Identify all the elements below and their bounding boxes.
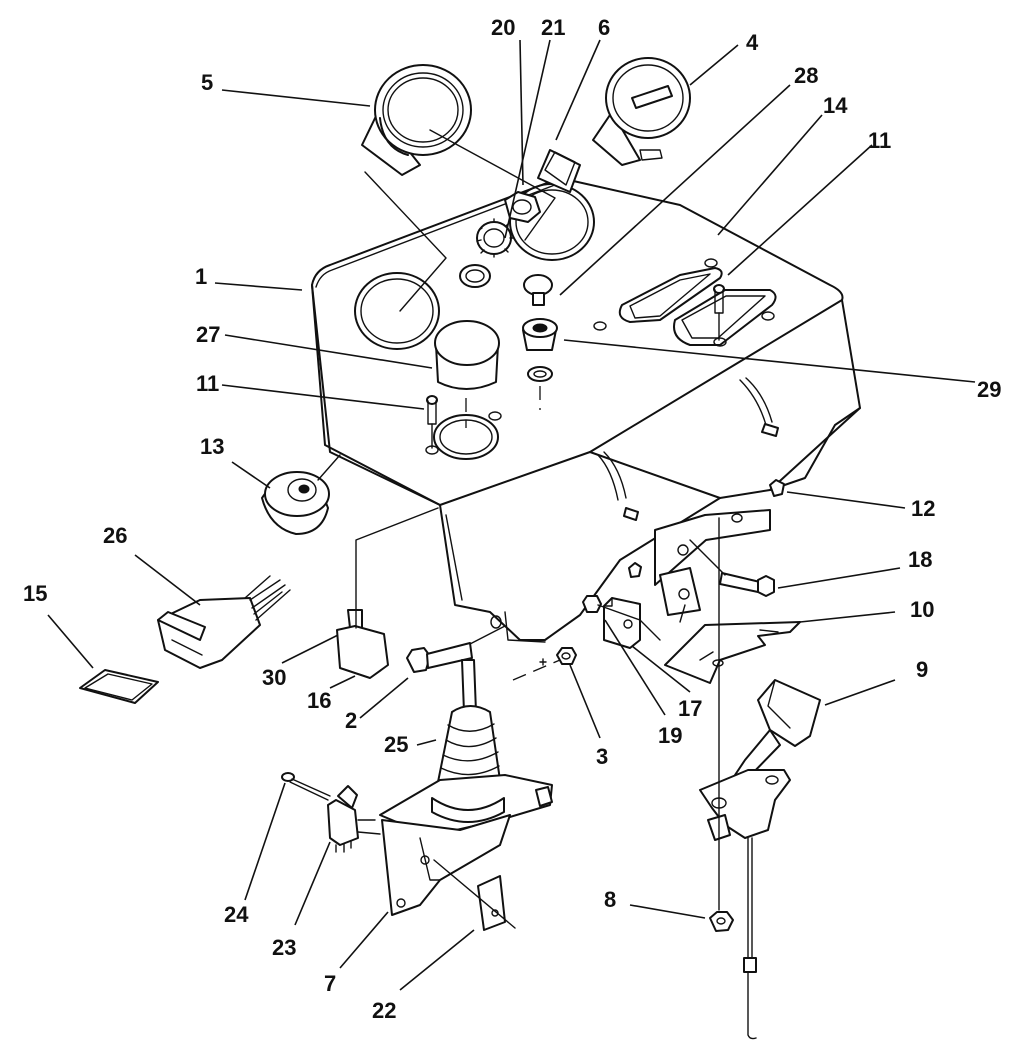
callout-labels: 1 2 3 4 5 6 7 8 9 10 11 11 12 13 14 15 1… bbox=[23, 15, 1001, 1023]
lock-washer bbox=[476, 218, 514, 258]
callout-27: 27 bbox=[196, 322, 220, 347]
toggle-switch bbox=[336, 609, 389, 679]
callout-17: 17 bbox=[678, 696, 702, 721]
callout-10: 10 bbox=[910, 597, 934, 622]
callout-8: 8 bbox=[604, 887, 616, 912]
callout-23: 23 bbox=[272, 935, 296, 960]
callout-5: 5 bbox=[201, 70, 213, 95]
mount-plate-22 bbox=[477, 875, 506, 931]
assembly-lines bbox=[317, 129, 726, 929]
callout-3: 3 bbox=[596, 744, 608, 769]
voltmeter-gauge bbox=[592, 57, 691, 166]
wire-connector bbox=[157, 575, 291, 669]
joystick-mount bbox=[381, 814, 511, 916]
callout-6: 6 bbox=[598, 15, 610, 40]
nut-19 bbox=[582, 595, 602, 613]
callout-1: 1 bbox=[195, 264, 207, 289]
bearing-washer bbox=[527, 366, 553, 382]
horn-button bbox=[433, 320, 500, 460]
buzzer bbox=[261, 471, 330, 535]
console-housing bbox=[311, 177, 861, 643]
callout-11-top: 11 bbox=[868, 128, 891, 153]
callout-7: 7 bbox=[324, 971, 336, 996]
nut-3 bbox=[556, 647, 577, 665]
hour-meter-gauge bbox=[361, 64, 472, 176]
callout-4: 4 bbox=[746, 30, 759, 55]
callout-13: 13 bbox=[200, 434, 224, 459]
callout-14: 14 bbox=[823, 93, 848, 118]
screw-24 bbox=[281, 772, 331, 801]
block-17 bbox=[603, 597, 641, 649]
callout-22: 22 bbox=[372, 998, 396, 1023]
callout-12: 12 bbox=[911, 496, 935, 521]
control-lever bbox=[699, 679, 821, 1040]
lever-nut bbox=[709, 911, 734, 932]
callout-15: 15 bbox=[23, 581, 47, 606]
cable-tie bbox=[623, 423, 785, 578]
callout-19: 19 bbox=[658, 723, 682, 748]
callout-30: 30 bbox=[262, 665, 286, 690]
knob bbox=[523, 274, 553, 306]
bracket-plate bbox=[654, 509, 771, 616]
small-ring bbox=[459, 264, 491, 288]
callout-20: 20 bbox=[491, 15, 515, 40]
callout-2: 2 bbox=[345, 708, 357, 733]
callout-24: 24 bbox=[224, 902, 249, 927]
plate-10 bbox=[664, 621, 801, 684]
callout-21: 21 bbox=[541, 15, 565, 40]
leader-lines bbox=[47, 39, 976, 991]
micro-switch bbox=[327, 785, 359, 853]
callout-25: 25 bbox=[384, 732, 408, 757]
callout-18: 18 bbox=[908, 547, 932, 572]
bolt-2 bbox=[406, 642, 473, 673]
callout-9: 9 bbox=[916, 657, 928, 682]
screw-right bbox=[713, 284, 725, 314]
ignition-switch bbox=[537, 149, 581, 193]
screw-left bbox=[426, 395, 438, 425]
callout-11-left: 11 bbox=[196, 371, 219, 396]
callout-16: 16 bbox=[307, 688, 331, 713]
connector-cover bbox=[79, 669, 159, 704]
callout-29: 29 bbox=[977, 377, 1001, 402]
joystick bbox=[379, 659, 553, 868]
callout-26: 26 bbox=[103, 523, 127, 548]
bearing bbox=[522, 318, 558, 351]
callout-28: 28 bbox=[794, 63, 818, 88]
bolt-18 bbox=[719, 572, 775, 597]
